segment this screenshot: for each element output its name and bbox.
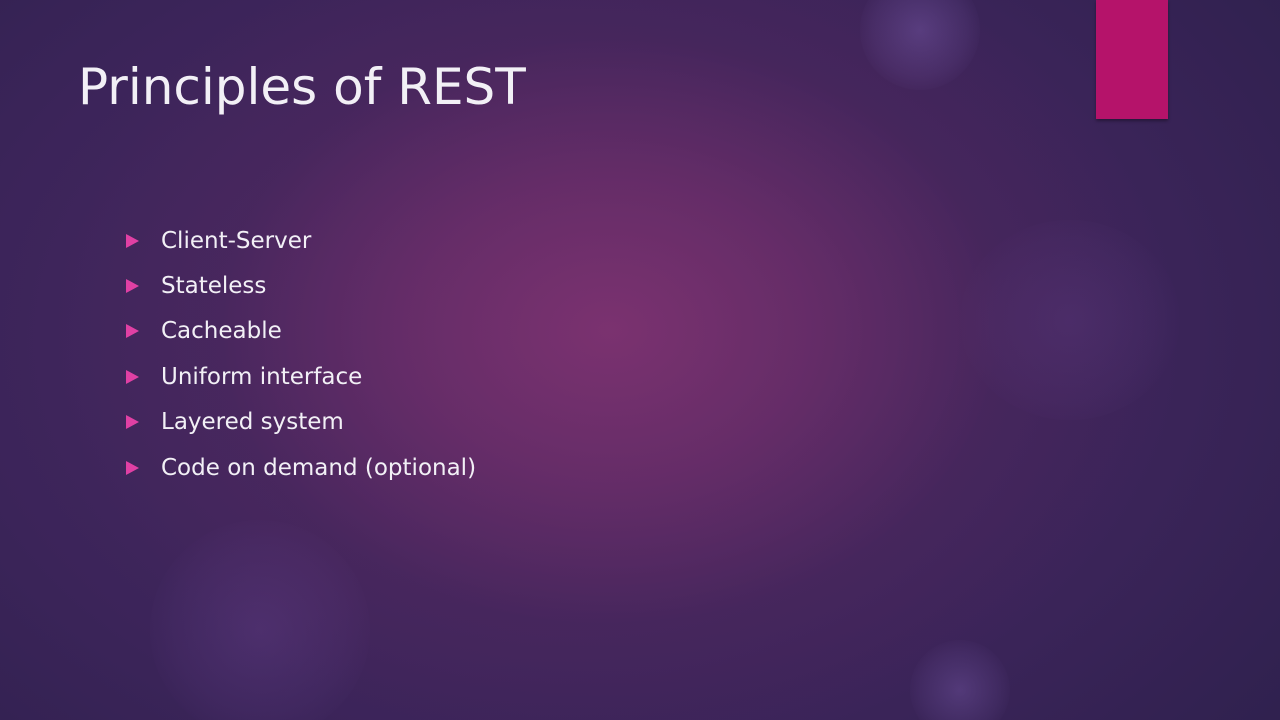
triangle-right-icon bbox=[126, 324, 139, 339]
bullet-list: Client-Server Stateless Cacheable Unifor… bbox=[126, 218, 476, 490]
bullet-item: Client-Server bbox=[126, 218, 476, 263]
triangle-right-icon bbox=[126, 460, 139, 475]
bullet-item: Layered system bbox=[126, 400, 476, 445]
triangle-right-icon bbox=[126, 279, 139, 294]
accent-tab bbox=[1096, 0, 1168, 119]
triangle-right-icon bbox=[126, 369, 139, 384]
bullet-item: Stateless bbox=[126, 263, 476, 308]
triangle-right-icon bbox=[126, 415, 139, 430]
bullet-text: Uniform interface bbox=[161, 363, 363, 390]
bokeh-light bbox=[860, 0, 980, 90]
bullet-item: Code on demand (optional) bbox=[126, 445, 476, 490]
bullet-item: Uniform interface bbox=[126, 354, 476, 399]
bullet-text: Layered system bbox=[161, 409, 344, 436]
slide-title: Principles of REST bbox=[78, 58, 526, 116]
bullet-text: Code on demand (optional) bbox=[161, 454, 477, 481]
bokeh-light bbox=[150, 520, 370, 720]
bokeh-light bbox=[960, 220, 1180, 420]
bokeh-light bbox=[910, 640, 1010, 720]
triangle-right-icon bbox=[126, 233, 139, 248]
bullet-text: Stateless bbox=[161, 273, 267, 300]
bullet-text: Cacheable bbox=[161, 318, 282, 345]
bullet-item: Cacheable bbox=[126, 309, 476, 354]
bullet-text: Client-Server bbox=[161, 227, 312, 254]
